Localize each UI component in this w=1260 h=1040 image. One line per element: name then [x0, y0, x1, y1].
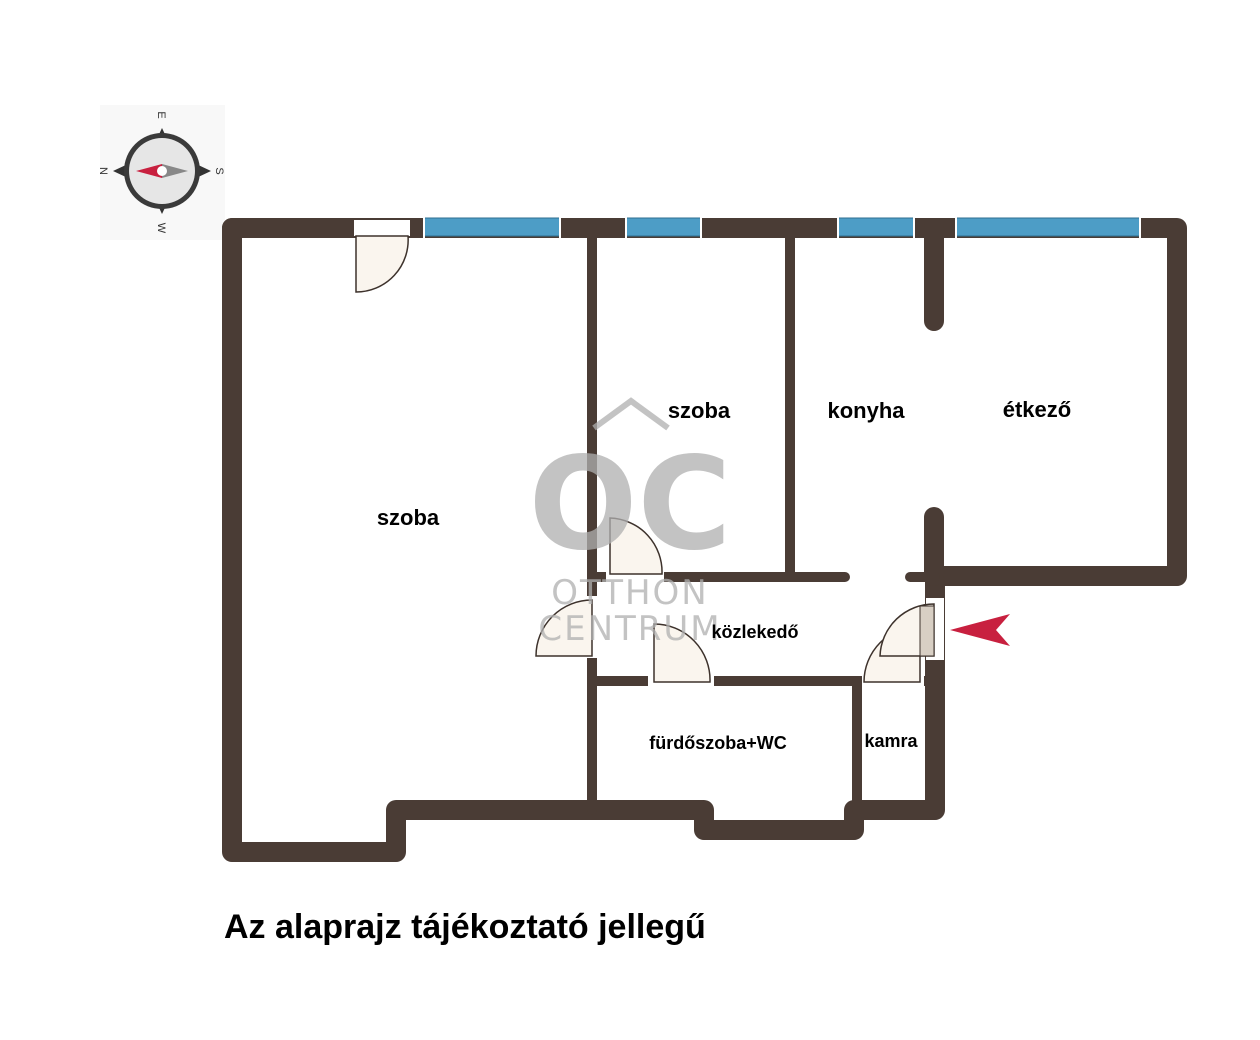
watermark-mark: OC [529, 430, 732, 579]
compass-needle-grey-icon [162, 164, 188, 178]
room-label-kitchen: konyha [827, 398, 905, 423]
walls [222, 218, 1187, 862]
compass-label-bottom: W [155, 223, 167, 234]
door-bathroom [653, 623, 711, 683]
watermark-line2: CENTRUM [538, 609, 721, 649]
outer-wall-top-right [222, 218, 1187, 586]
compass-label-left: N [97, 167, 109, 175]
window-living-room [423, 217, 561, 237]
disclaimer-note: Az alaprajz tájékoztató jellegű [224, 908, 706, 946]
windows [423, 216, 1141, 240]
compass-label-top: E [155, 111, 167, 118]
watermark-line1: OTTHON [551, 573, 708, 613]
compass-label-right: S [213, 167, 225, 174]
watermark-roof-icon [592, 397, 670, 431]
compass-center [157, 166, 167, 176]
window-kitchen [837, 217, 915, 237]
window-bedroom [625, 217, 702, 237]
outer-wall-bottom-left [222, 218, 945, 862]
entrance-arrow-icon [950, 614, 1010, 646]
room-label-hallway: közlekedő [711, 622, 798, 642]
room-label-living-room: szoba [377, 505, 440, 530]
compass: E N S W [97, 105, 225, 240]
window-dining [955, 217, 1141, 237]
compass-needle-red-icon [136, 164, 162, 178]
room-label-dining: étkező [1003, 397, 1071, 422]
room-label-bathroom: fürdőszoba+WC [649, 733, 787, 753]
room-label-pantry: kamra [864, 731, 918, 751]
entrance-door-leaf [919, 605, 935, 657]
door-living-room-hall [535, 599, 593, 657]
watermark: OC OTTHON CENTRUM [529, 397, 732, 649]
door-bedroom [609, 517, 663, 575]
door-living-room [355, 235, 409, 293]
room-labels: szoba szoba konyha étkező közlekedő fürd… [377, 397, 1071, 753]
doors [354, 220, 944, 687]
room-label-bedroom: szoba [668, 398, 731, 423]
door-opening-living-top [354, 220, 410, 236]
